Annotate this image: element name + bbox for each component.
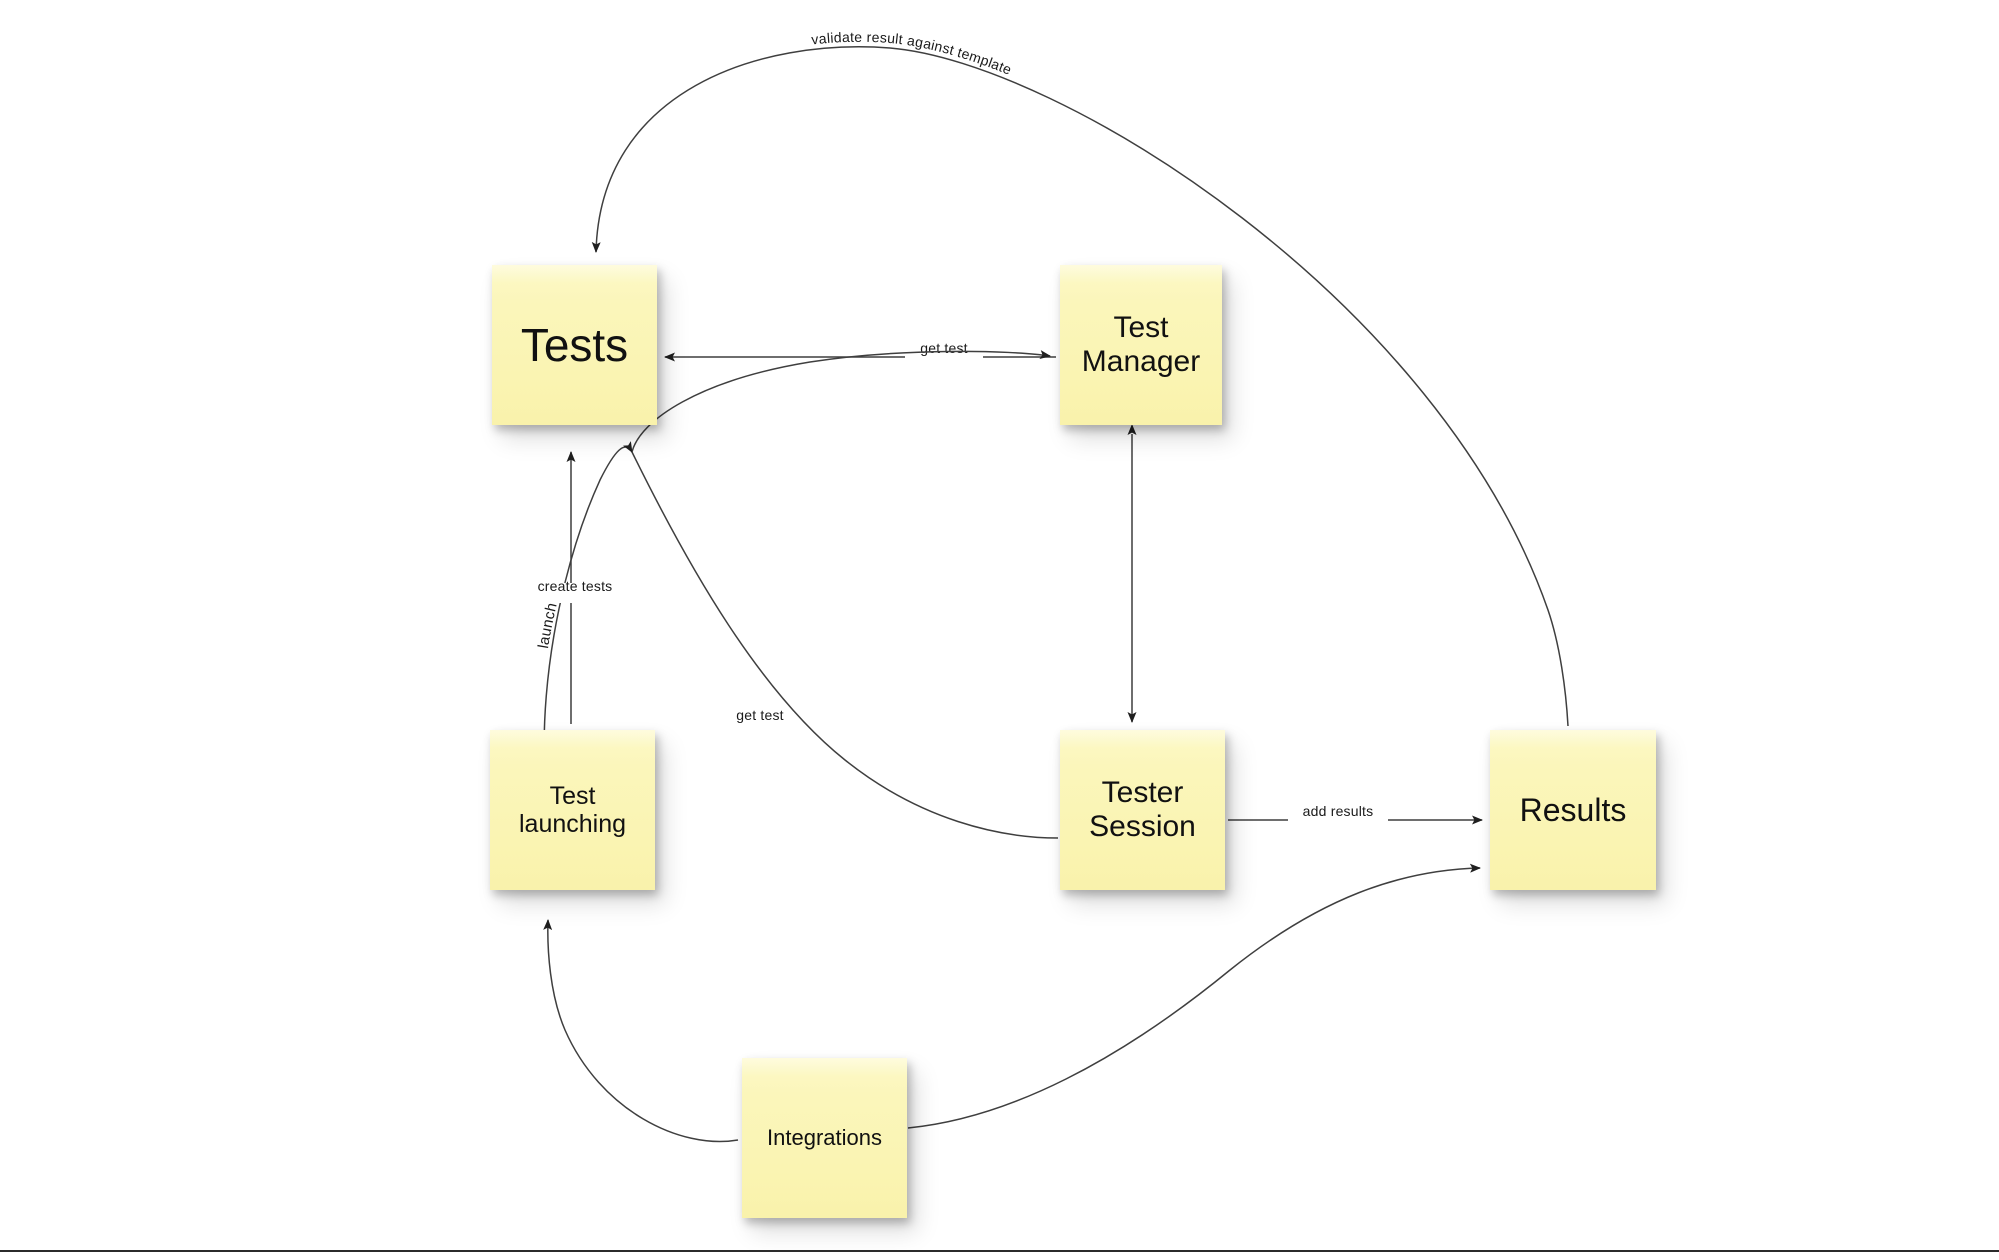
edge-get-test-session-to-manager: get test [631, 350, 1059, 839]
edge-create-tests: create tests [533, 451, 617, 724]
edge-integrations-to-launching [543, 919, 739, 1143]
node-test-manager[interactable]: Test Manager [1060, 265, 1222, 425]
edge-integrations-to-results [907, 863, 1481, 1129]
node-results[interactable]: Results [1490, 730, 1656, 890]
bottom-divider [0, 1250, 1999, 1252]
node-integrations[interactable]: Integrations [742, 1058, 907, 1218]
edge-label-get-test-upper: get test [920, 340, 968, 356]
edge-get-test-manager-to-tests: get test [664, 340, 1056, 367]
edge-label-create-tests: create tests [538, 578, 613, 594]
edge-label-add-results: add results [1303, 803, 1374, 819]
edge-label-get-test-lower: get test [736, 707, 784, 723]
edge-label-validate: validate result against template [811, 29, 1015, 78]
node-results-label: Results [1519, 791, 1627, 828]
node-tests[interactable]: Tests [492, 265, 657, 425]
edge-add-results: add results [1228, 803, 1483, 830]
node-test-launching-label: Test launching [518, 781, 627, 839]
node-tests-label: Tests [520, 318, 629, 371]
node-tester-session[interactable]: Tester Session [1060, 730, 1225, 890]
node-test-launching[interactable]: Test launching [490, 730, 655, 890]
node-test-manager-label: Test Manager [1081, 310, 1201, 378]
node-tester-session-label: Tester Session [1089, 775, 1196, 843]
edge-label-launches: launches [535, 585, 565, 650]
node-integrations-label: Integrations [767, 1125, 882, 1151]
